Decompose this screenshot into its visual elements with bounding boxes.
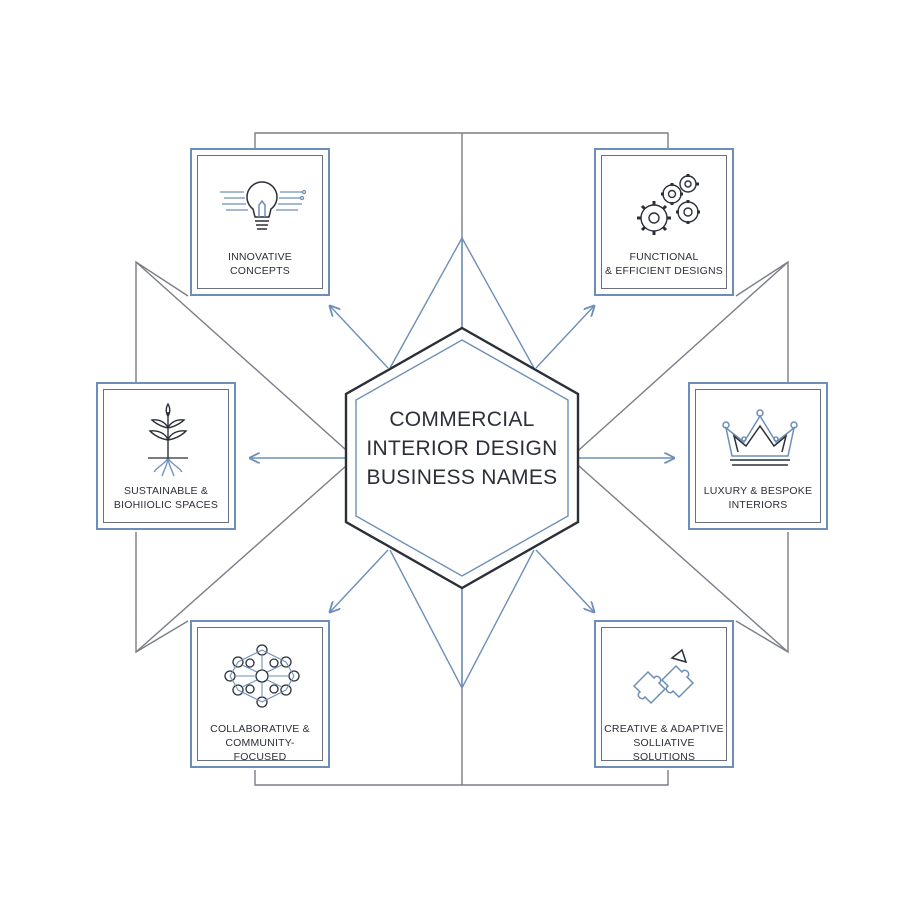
card-label-line: CREATIVE & ADAPTIVE bbox=[604, 723, 724, 735]
card-label: CREATIVE & ADAPTIVE SOLLIATIVE SOLUTIONS bbox=[604, 722, 724, 764]
card-label-line: FUNCTIONAL bbox=[629, 251, 699, 263]
center-title-line: INTERIOR DESIGN bbox=[366, 437, 558, 460]
network-icon bbox=[224, 644, 300, 708]
center-title: COMMERCIAL INTERIOR DESIGN BUSINESS NAME… bbox=[362, 405, 562, 492]
crown-icon bbox=[722, 409, 798, 466]
card-innovative-concepts[interactable]: INNOVATIVE CONCEPTS bbox=[190, 148, 330, 296]
card-sustainable-spaces[interactable]: SUSTAINABLE & BIOHIIOLIC SPACES bbox=[96, 382, 236, 530]
card-functional-designs[interactable]: FUNCTIONAL & EFFICIENT DESIGNS bbox=[594, 148, 734, 296]
card-label-line: COMMUNITY-FOCUSED bbox=[225, 737, 295, 763]
card-label: INNOVATIVE CONCEPTS bbox=[200, 250, 320, 278]
card-label-line: COLLABORATIVE & bbox=[210, 723, 310, 735]
card-label-line: BIOHIIOLIC SPACES bbox=[113, 499, 219, 511]
card-label-line: & EFFICIENT DESIGNS bbox=[605, 265, 723, 277]
puzzle-icon bbox=[632, 648, 695, 705]
arrows bbox=[250, 306, 674, 612]
card-label-line: INNOVATIVE bbox=[227, 251, 293, 263]
card-label: LUXURY & BESPOKE INTERIORS bbox=[698, 484, 818, 512]
gears-icon bbox=[637, 174, 700, 235]
card-label: SUSTAINABLE & BIOHIIOLIC SPACES bbox=[106, 484, 226, 512]
card-collaborative-community[interactable]: COLLABORATIVE & COMMUNITY-FOCUSED bbox=[190, 620, 330, 768]
card-creative-solutions[interactable]: CREATIVE & ADAPTIVE SOLLIATIVE SOLUTIONS bbox=[594, 620, 734, 768]
card-label: COLLABORATIVE & COMMUNITY-FOCUSED bbox=[200, 722, 320, 764]
card-label: FUNCTIONAL & EFFICIENT DESIGNS bbox=[604, 250, 724, 278]
card-luxury-interiors[interactable]: LUXURY & BESPOKE INTERIORS bbox=[688, 382, 828, 530]
center-title-line: COMMERCIAL bbox=[389, 408, 535, 431]
card-label-line: SUSTAINABLE & bbox=[123, 485, 209, 497]
lightbulb-icon bbox=[220, 181, 307, 230]
center-title-line: BUSINESS NAMES bbox=[366, 466, 558, 489]
card-label-line: INTERIORS bbox=[728, 499, 788, 511]
diamond-lines bbox=[389, 236, 535, 690]
center-hexagon bbox=[344, 326, 580, 590]
card-label-line: CONCEPTS bbox=[230, 265, 290, 277]
card-label-line: LUXURY & BESPOKE bbox=[703, 485, 813, 497]
card-label-line: SOLLIATIVE SOLUTIONS bbox=[632, 737, 696, 763]
plant-icon bbox=[148, 402, 188, 477]
